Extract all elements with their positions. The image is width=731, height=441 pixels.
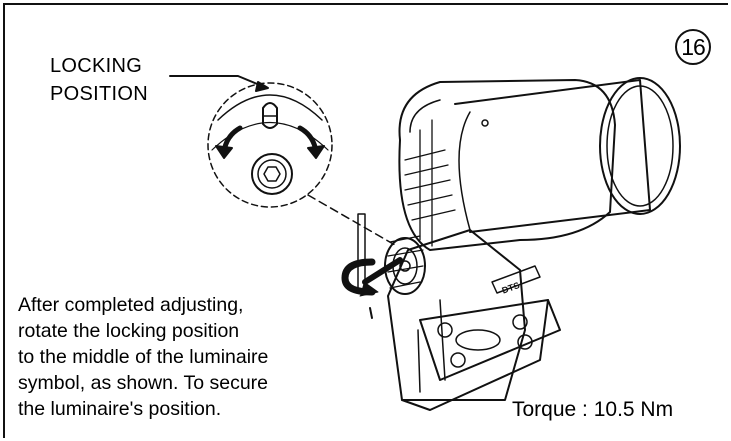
detail-rim [217,94,323,121]
locking-slot [262,102,278,129]
lens-front [599,77,681,215]
diagram-frame [3,3,728,438]
step-number-badge: 16 [675,29,711,65]
callout-leader-line [169,75,263,87]
callout-line-1: LOCKING [50,55,143,77]
brand-plate-text: DTS [501,280,521,296]
torque-spec: Torque : 10.5 Nm [512,398,674,421]
locking-position-callout: LOCKING POSITION [50,52,148,108]
mounting-nut [450,352,466,368]
hex-bolt [251,153,293,195]
mounting-nut [437,322,453,338]
mounting-nut [512,314,528,330]
instruction-line: After completed adjusting, [18,294,244,316]
detail-circle [207,82,333,208]
base-plate [419,299,561,381]
instruction-line: the luminaire's position. [18,398,222,420]
mounting-nut [517,334,533,350]
instruction-line: rotate the locking position [18,320,240,342]
rotation-arrow-icon [341,258,376,296]
adjustment-knob [384,237,426,295]
projection-line [307,194,396,246]
housing-body [398,79,616,251]
instruction-line: symbol, as shown. To secure [18,372,269,394]
hex-key [357,213,366,291]
lens-tube [454,79,651,233]
callout-line-2: POSITION [50,83,148,105]
instruction-line: to the middle of the luminaire [18,346,269,368]
brand-plate [491,265,541,294]
instructions-text: After completed adjusting, rotate the lo… [18,292,268,422]
